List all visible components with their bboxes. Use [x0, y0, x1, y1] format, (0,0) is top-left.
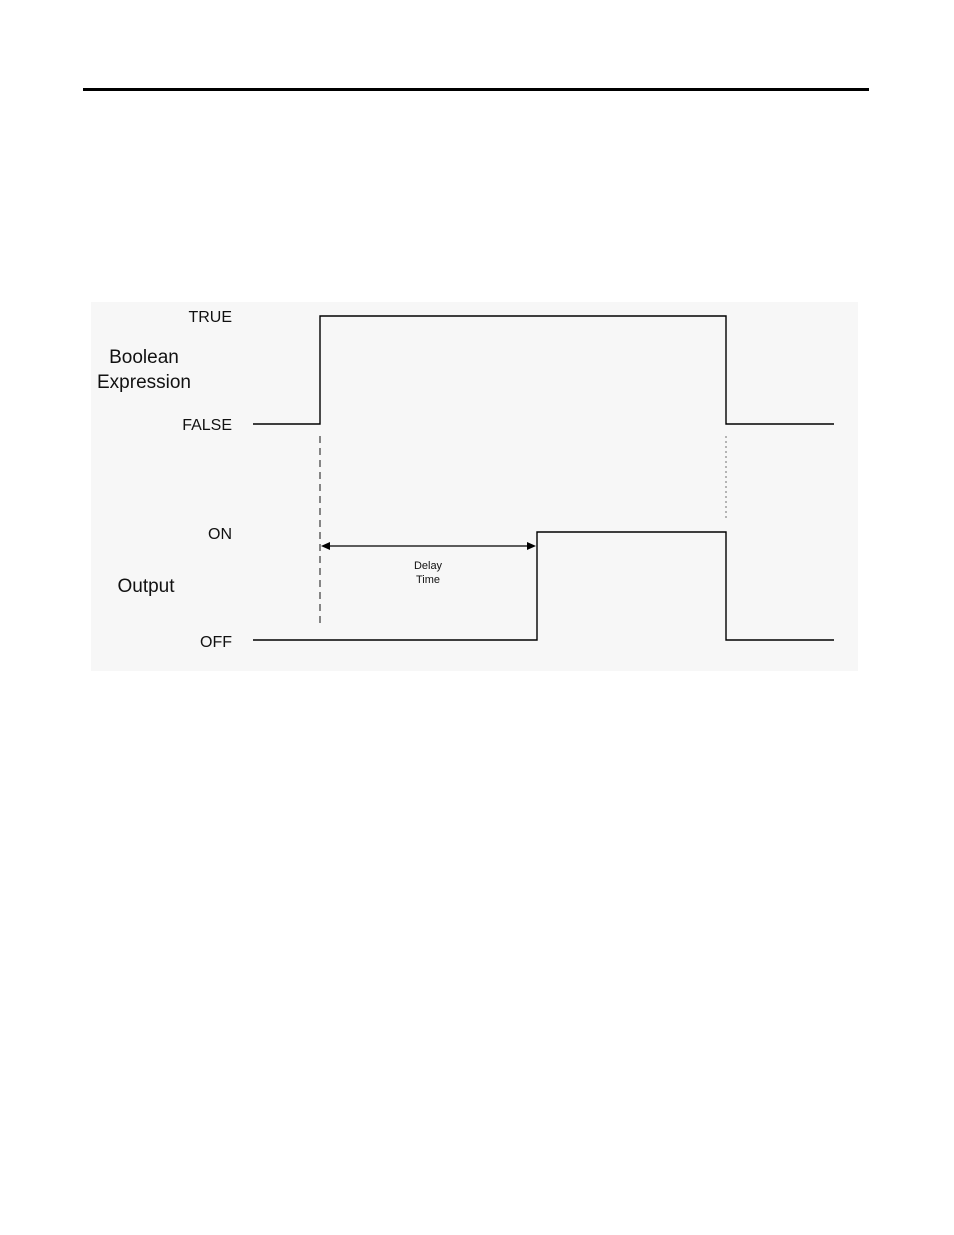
boolean-expression-label-line1: Boolean: [109, 347, 179, 368]
off-level-label: OFF: [200, 634, 232, 651]
delay-label-line2: Time: [416, 574, 440, 586]
true-level-label: TRUE: [188, 309, 232, 326]
false-level-label: FALSE: [182, 417, 232, 434]
delay-label-line1: Delay: [414, 560, 443, 572]
output-label: Output: [117, 576, 175, 597]
delay-arrowhead-left: [321, 542, 330, 550]
on-level-label: ON: [208, 526, 232, 543]
output-waveform: [253, 532, 834, 640]
boolean-expression-label-line2: Expression: [97, 372, 191, 393]
delay-arrowhead-right: [527, 542, 536, 550]
boolean-expression-waveform: [253, 316, 834, 424]
